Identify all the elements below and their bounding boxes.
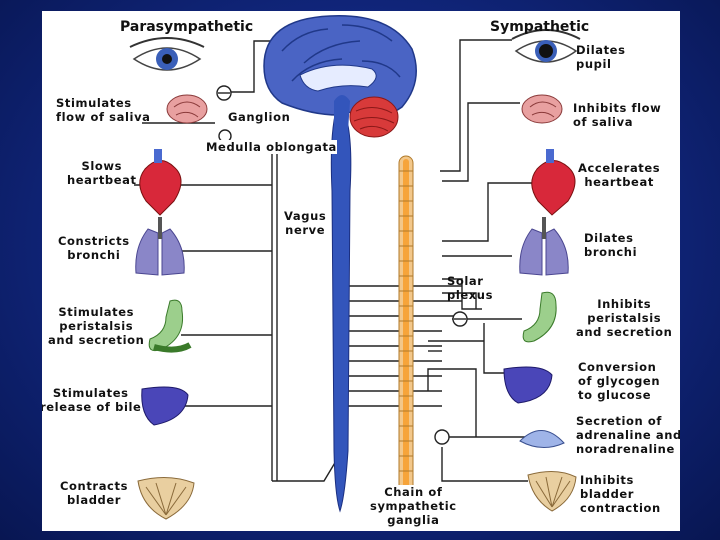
adrenal-gland-icon [519,430,565,448]
cerebellum [349,96,399,138]
symp-stomach-label: Inhibits peristalsis and secretion [576,297,673,339]
lungs-icon [519,217,569,276]
symp-eye-label: Dilates pupil [576,43,626,71]
eye-icon [511,29,581,63]
para-liver-label: Stimulates release of bile [42,386,142,414]
para-saliva-label: Stimulates flow of saliva [56,96,151,124]
stomach-icon [522,291,557,343]
bladder-icon [137,477,195,520]
brain [263,15,417,117]
salivary-gland-icon [166,94,208,124]
diagram-panel: Parasympathetic Sympathetic Ganglion Med… [42,11,680,531]
symp-adrenal-label: Secretion of adrenaline and noradrenalin… [576,414,680,456]
solar-plexus-label: Solar plexus [447,274,494,302]
chain-of-ganglia-label: Chain of sympathetic ganglia [370,485,457,527]
heart-icon [139,149,182,216]
para-heart-label: Slows heartbeat [67,159,137,187]
parasympathetic-header: Parasympathetic [120,19,254,35]
ganglion-nodes [216,85,468,445]
salivary-gland-icon [521,94,563,124]
sympathetic-header: Sympathetic [490,19,590,35]
para-bladder-label: Contracts bladder [60,479,129,507]
medulla-label: Medulla oblongata [206,140,337,154]
symp-bladder-label: Inhibits bladder contraction [580,473,661,515]
symp-lungs-label: Dilates bronchi [584,231,638,259]
heart-icon [531,149,576,216]
symp-heart-label: Accelerates heartbeat [578,161,661,189]
para-stomach-label: Stimulates peristalsis and secretion [48,305,145,347]
eye-icon [129,37,205,71]
brainstem [334,95,350,131]
sympathetic-chain [398,155,414,502]
liver-icon [141,386,189,426]
spinal-cord [330,99,352,513]
lungs-icon [135,217,185,276]
stomach-icon [148,299,192,353]
para-lungs-label: Constricts bronchi [58,234,130,262]
vagus-nerve-label: Vagus nerve [284,209,327,237]
liver-icon [503,366,553,404]
symp-saliva-label: Inhibits flow of saliva [573,101,662,129]
ganglion-label: Ganglion [228,110,291,124]
nervous-system-diagram [129,15,581,520]
symp-liver-label: Conversion of glycogen to glucose [578,360,661,402]
bladder-icon [527,471,577,512]
